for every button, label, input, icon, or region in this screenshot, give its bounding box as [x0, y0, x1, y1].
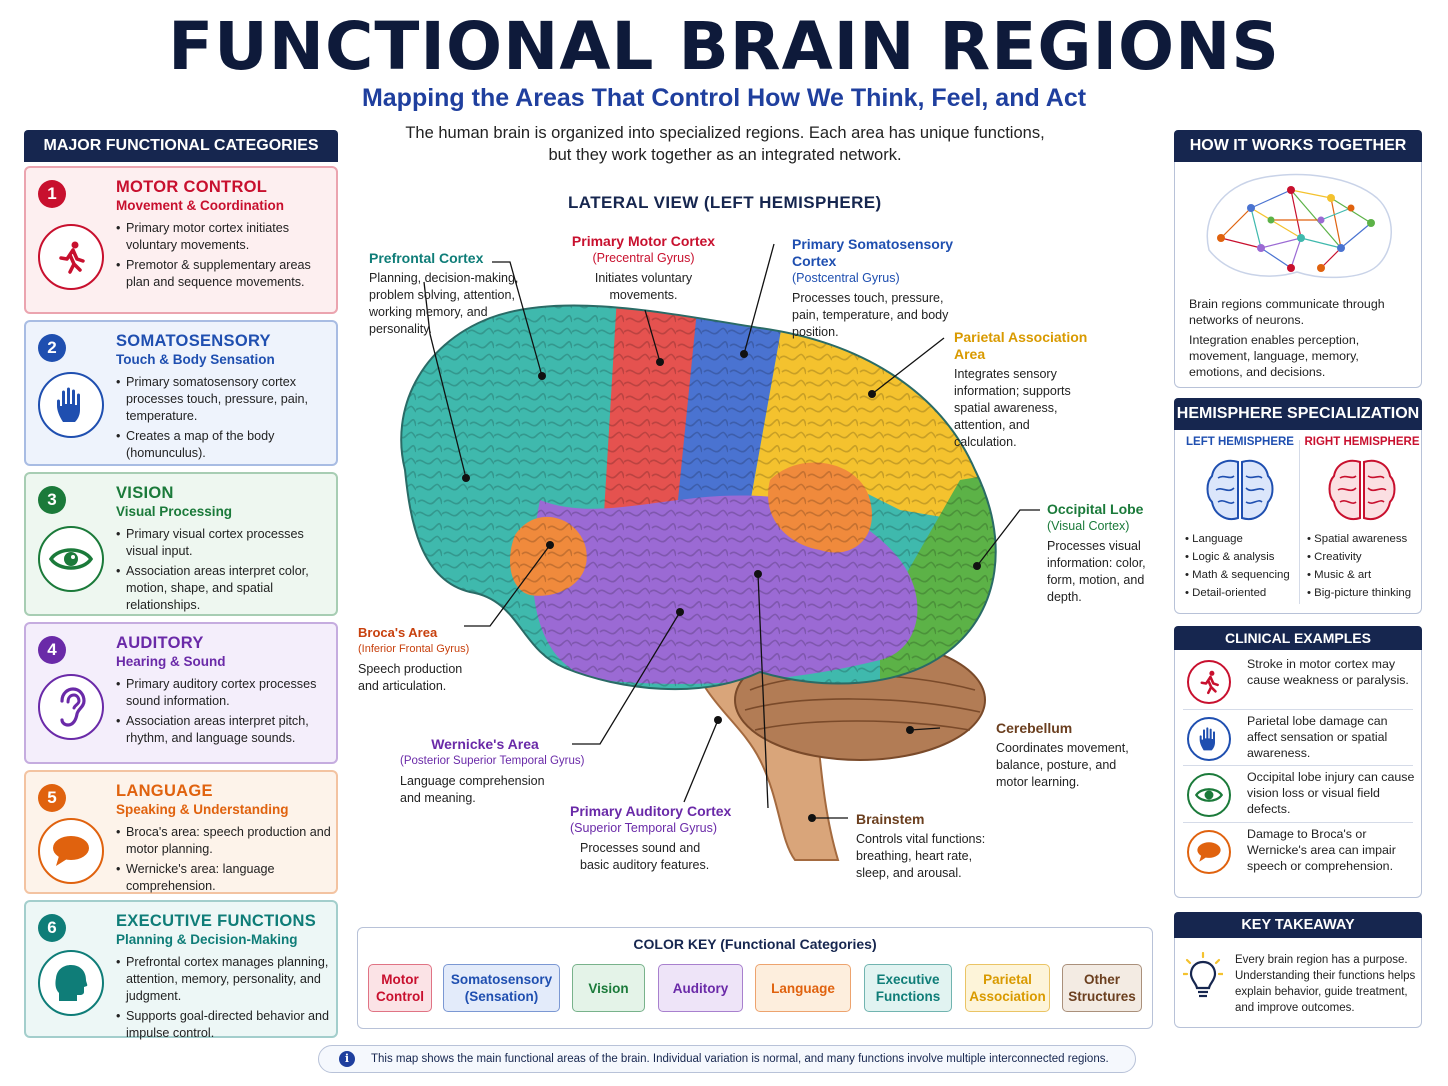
categories-heading: MAJOR FUNCTIONAL CATEGORIES — [24, 130, 338, 162]
category-subtitle: Movement & Coordination — [116, 198, 284, 213]
label-occipital: Occipital Lobe (Visual Cortex) Processes… — [1047, 501, 1146, 604]
category-bullets: Primary auditory cortex processes sound … — [116, 676, 331, 750]
category-subtitle: Planning & Decision-Making — [116, 932, 298, 947]
bullet: Association areas interpret color, motio… — [116, 563, 331, 614]
how-heading: HOW IT WORKS TOGETHER — [1174, 130, 1422, 162]
category-executive-functions: 6 EXECUTIVE FUNCTIONS Planning & Decisio… — [24, 900, 338, 1040]
bullet: Primary visual cortex processes visual i… — [116, 526, 331, 560]
label-brainstem: Brainstem Controls vital functions: brea… — [856, 811, 986, 880]
color-key-title: COLOR KEY (Functional Categories) — [633, 936, 877, 952]
label-cerebellum: Cerebellum Coordinates movement, balance… — [996, 720, 1129, 789]
bullet: Primary somatosensory cortex processes t… — [116, 374, 331, 425]
clinical-item-language: Damage to Broca's or Wernicke's area can… — [1183, 824, 1413, 878]
left-hemisphere: LEFT HEMISPHERE Language Logic & analysi… — [1181, 436, 1299, 602]
label-wernicke: Wernicke's Area (Posterior Superior Temp… — [400, 736, 585, 805]
category-number: 4 — [38, 636, 66, 664]
clinical-heading: CLINICAL EXAMPLES — [1174, 626, 1422, 650]
category-bullets: Primary motor cortex initiates voluntary… — [116, 220, 331, 294]
intro-text: The human brain is organized into specia… — [405, 124, 1045, 164]
bullet: Association areas interpret pitch, rhyth… — [116, 713, 331, 747]
category-vision: 3 VISION Visual Processing Primary visua… — [24, 472, 338, 616]
bullet: Primary motor cortex initiates voluntary… — [116, 220, 331, 254]
category-bullets: Broca's area: speech production and moto… — [116, 824, 331, 898]
category-name: VISION — [116, 484, 174, 502]
running-person-icon — [1187, 660, 1231, 704]
bullet: Premotor & supplementary areas plan and … — [116, 257, 331, 291]
clinical-item-motor: Stroke in motor cortex may cause weaknes… — [1183, 654, 1413, 708]
left-brain-icon — [1206, 459, 1274, 520]
running-person-icon — [38, 224, 104, 290]
category-name: LANGUAGE — [116, 782, 213, 800]
category-number: 3 — [38, 486, 66, 514]
eye-icon — [1187, 773, 1231, 817]
eye-icon — [38, 526, 104, 592]
footnote: i This map shows the main functional are… — [318, 1045, 1136, 1073]
category-subtitle: Touch & Body Sensation — [116, 352, 275, 367]
category-name: EXECUTIVE FUNCTIONS — [116, 912, 317, 930]
key-motor-control: Motor Control — [368, 964, 432, 1012]
key-language: Language — [755, 964, 851, 1012]
category-bullets: Primary visual cortex processes visual i… — [116, 526, 331, 617]
info-icon: i — [339, 1051, 355, 1067]
key-auditory: Auditory — [658, 964, 743, 1012]
category-name: AUDITORY — [116, 634, 204, 652]
bullet: Creates a map of the body (homunculus). — [116, 428, 331, 462]
bullet: Prefrontal cortex manages planning, atte… — [116, 954, 331, 1005]
hemisphere-panel: LEFT HEMISPHERE Language Logic & analysi… — [1174, 430, 1422, 614]
category-auditory: 4 AUDITORY Hearing & Sound Primary audit… — [24, 622, 338, 764]
category-motor-control: 1 MOTOR CONTROL Movement & Coordination … — [24, 166, 338, 314]
page-title: FUNCTIONAL BRAIN REGIONS — [168, 8, 1280, 85]
bullet: Primary auditory cortex processes sound … — [116, 676, 331, 710]
key-parietal-association: Parietal Association — [965, 964, 1050, 1012]
clinical-item-parietal: Parietal lobe damage can affect sensatio… — [1183, 711, 1413, 765]
category-somatosensory: 2 SOMATOSENSORY Touch & Body Sensation P… — [24, 320, 338, 466]
category-name: MOTOR CONTROL — [116, 178, 268, 196]
lightbulb-icon — [1183, 952, 1223, 998]
category-number: 1 — [38, 180, 66, 208]
category-subtitle: Visual Processing — [116, 504, 233, 519]
page-subtitle: Mapping the Areas That Control How We Th… — [361, 84, 1087, 112]
bullet: Broca's area: speech production and moto… — [116, 824, 331, 858]
clinical-item-occipital: Occipital lobe injury can cause vision l… — [1183, 767, 1414, 821]
label-parietal: Parietal Association Area Integrates sen… — [954, 329, 1088, 449]
right-brain-icon — [1328, 459, 1396, 520]
speech-bubble-icon — [38, 818, 104, 884]
right-hemisphere: RIGHT HEMISPHERE Spatial awareness Creat… — [1303, 436, 1421, 602]
brain-outline — [400, 304, 997, 691]
category-bullets: Prefrontal cortex manages planning, atte… — [116, 954, 331, 1045]
category-number: 2 — [38, 334, 66, 362]
category-number: 6 — [38, 914, 66, 942]
takeaway-heading: KEY TAKEAWAY — [1174, 912, 1422, 938]
key-somatosensory: Somatosensory (Sensation) — [443, 964, 560, 1012]
key-vision: Vision — [572, 964, 645, 1012]
speech-bubble-icon — [1187, 830, 1231, 874]
label-broca: Broca's Area (Inferior Frontal Gyrus) Sp… — [358, 625, 470, 693]
category-language: 5 LANGUAGE Speaking & Understanding Broc… — [24, 770, 338, 894]
color-key: COLOR KEY (Functional Categories) Motor … — [357, 927, 1153, 1029]
key-executive-functions: Executive Functions — [864, 964, 952, 1012]
label-auditory: Primary Auditory Cortex (Superior Tempor… — [570, 803, 732, 872]
key-other-structures: Other Structures — [1062, 964, 1142, 1012]
label-motor: Primary Motor Cortex (Precentral Gyrus) … — [571, 233, 716, 302]
hemisphere-heading: HEMISPHERE SPECIALIZATION — [1174, 398, 1422, 430]
label-somatosensory: Primary Somatosensory Cortex (Postcentra… — [792, 236, 954, 339]
view-title: LATERAL VIEW (LEFT HEMISPHERE) — [568, 193, 882, 212]
hand-icon — [38, 372, 104, 438]
bullet: Supports goal-directed behavior and impu… — [116, 1008, 331, 1042]
category-subtitle: Hearing & Sound — [116, 654, 226, 669]
label-prefrontal: Prefrontal Cortex Planning, decision-mak… — [369, 250, 519, 336]
neural-network-icon — [1206, 173, 1392, 279]
brain-diagram — [400, 243, 1040, 861]
category-number: 5 — [38, 784, 66, 812]
takeaway-panel: Every brain region has a purpose. Unders… — [1174, 938, 1422, 1028]
hand-icon — [1187, 717, 1231, 761]
ear-icon — [38, 674, 104, 740]
category-subtitle: Speaking & Understanding — [116, 802, 289, 817]
bullet: Wernicke's area: language comprehension. — [116, 861, 331, 895]
category-bullets: Primary somatosensory cortex processes t… — [116, 374, 331, 465]
how-panel: Brain regions communicate through networ… — [1174, 162, 1422, 388]
category-name: SOMATOSENSORY — [116, 332, 271, 350]
head-icon — [38, 950, 104, 1016]
